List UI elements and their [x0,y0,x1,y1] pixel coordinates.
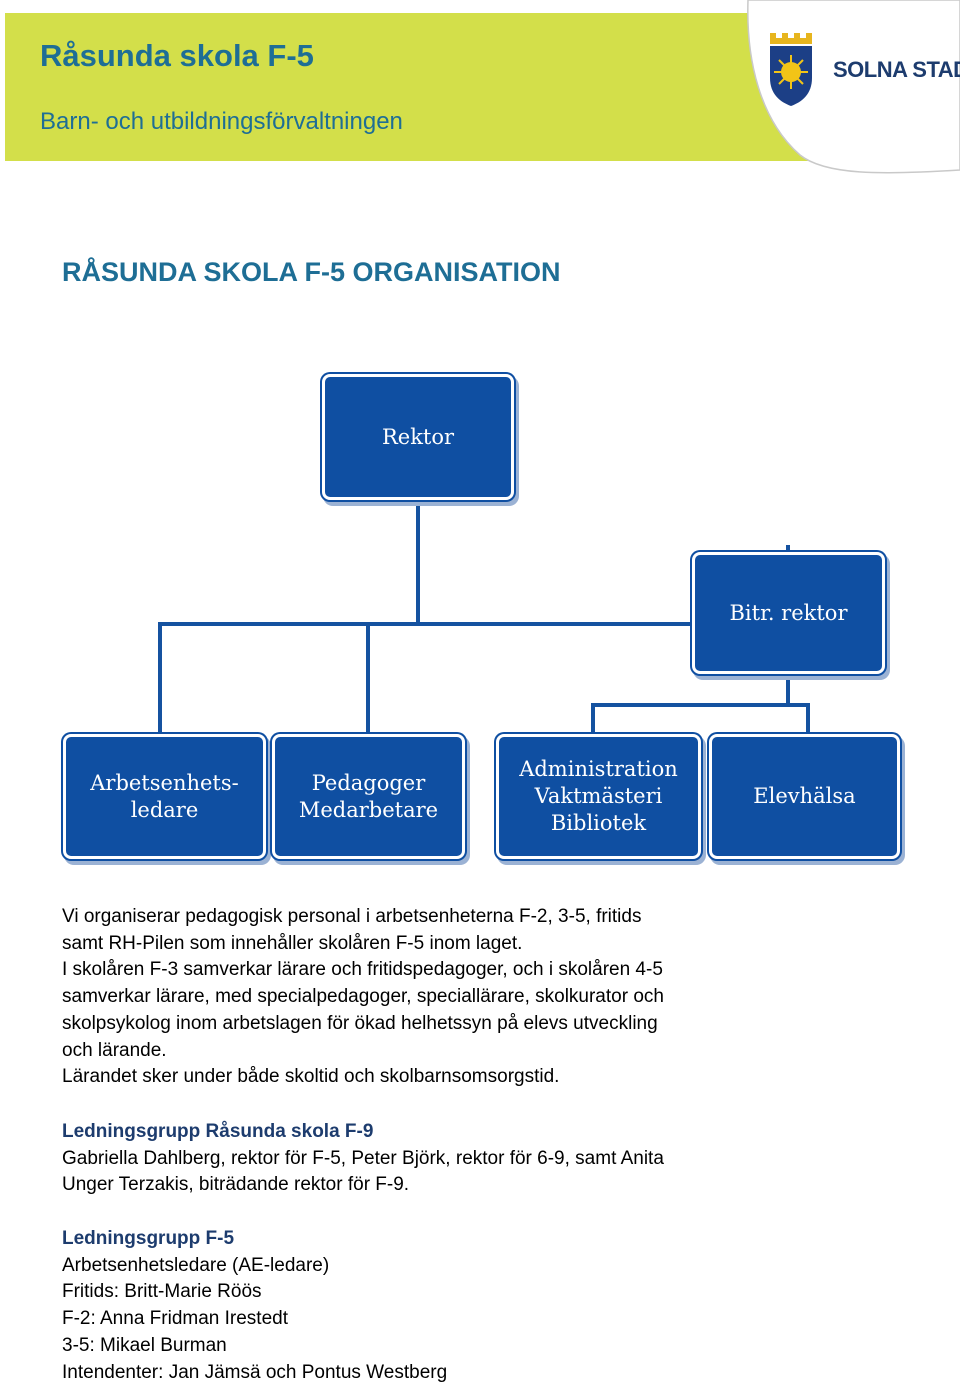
connector-to-pedagoger [158,622,162,734]
text-line: Unger Terzakis, biträdande rektor för F-… [62,1174,410,1196]
org-box-pedagoger: Pedagoger Medarbetare [272,734,465,859]
logo-badge-shape [747,0,960,174]
crest-icon [770,33,812,106]
text-line: samverkar lärare, med specialpedagoger, … [62,986,664,1008]
ledningsgrupp-f9-section: Ledningsgrupp Råsunda skola F-9 Gabriell… [62,1119,942,1199]
connector-horizontal-top [158,622,788,626]
ledningsgrupp-f5-section: Ledningsgrupp F-5 Arbetsenhetsledare (AE… [62,1226,942,1386]
text-line: Intendenter: Jan Jämsä och Pontus Westbe… [62,1361,448,1383]
logo-text: SOLNA STAD [833,57,960,82]
connector-rektor-stem [416,500,420,624]
org-box-administration: Administration Vaktmästeri Bibliotek [496,734,701,859]
header-subtitle: Barn- och utbildningsförvaltningen [40,108,403,135]
text-line: Lärandet sker under både skoltid och sko… [62,1066,560,1088]
org-box-arbetsenhetsledare: Arbetsenhets- ledare [63,734,266,859]
text-line: I skolåren F-3 samverkar lärare och frit… [62,959,663,981]
org-box-label: Bitr. rektor [729,600,848,625]
connector-bitr-down [786,675,790,705]
connector-horizontal-bottom [591,703,810,707]
section-heading: Ledningsgrupp Råsunda skola F-9 [62,1121,374,1142]
text-line: 3-5: Mikael Burman [62,1334,227,1356]
org-box-label: Rektor [381,424,455,449]
org-box-label: Elevhälsa [753,784,856,808]
connector-to-administration [591,703,595,734]
header-title: Råsunda skola F-5 [40,38,314,73]
text-line: och lärande. [62,1039,167,1061]
org-box-label: Administration Vaktmästeri Bibliotek [519,757,678,835]
org-box-bitr-rektor: Bitr. rektor [692,552,885,674]
organisation-description: Vi organiserar pedagogisk personal i arb… [62,904,942,1091]
text-line: Vi organiserar pedagogisk personal i arb… [62,906,642,927]
text-line: Arbetsenhetsledare (AE-ledare) [62,1254,330,1276]
text-line: samt RH-Pilen som innehåller skolåren F-… [62,932,523,954]
text-line: Fritids: Britt-Marie Röös [62,1281,262,1303]
section-heading: Ledningsgrupp F-5 [62,1228,235,1249]
text-line: Gabriella Dahlberg, rektor för F-5, Pete… [62,1147,664,1169]
org-box-label: Pedagoger Medarbetare [298,770,439,822]
org-box-rektor: Rektor [322,374,514,500]
org-box-label: Arbetsenhets- ledare [90,770,239,822]
solna-stad-logo: SOLNA STAD [740,0,960,175]
org-box-elevhalsa: Elevhälsa [709,734,900,859]
text-line: skolpsykolog inom arbetslagen för ökad h… [62,1012,658,1034]
connector-to-elevhalsa [806,703,810,734]
org-chart: Rektor Bitr. rektor Arbetsenhets- ledare… [0,360,960,880]
connector-to-pedagoger-2 [366,622,370,734]
page-title: RÅSUNDA SKOLA F-5 ORGANISATION [62,257,561,287]
text-line: F-2: Anna Fridman Irestedt [62,1308,288,1330]
